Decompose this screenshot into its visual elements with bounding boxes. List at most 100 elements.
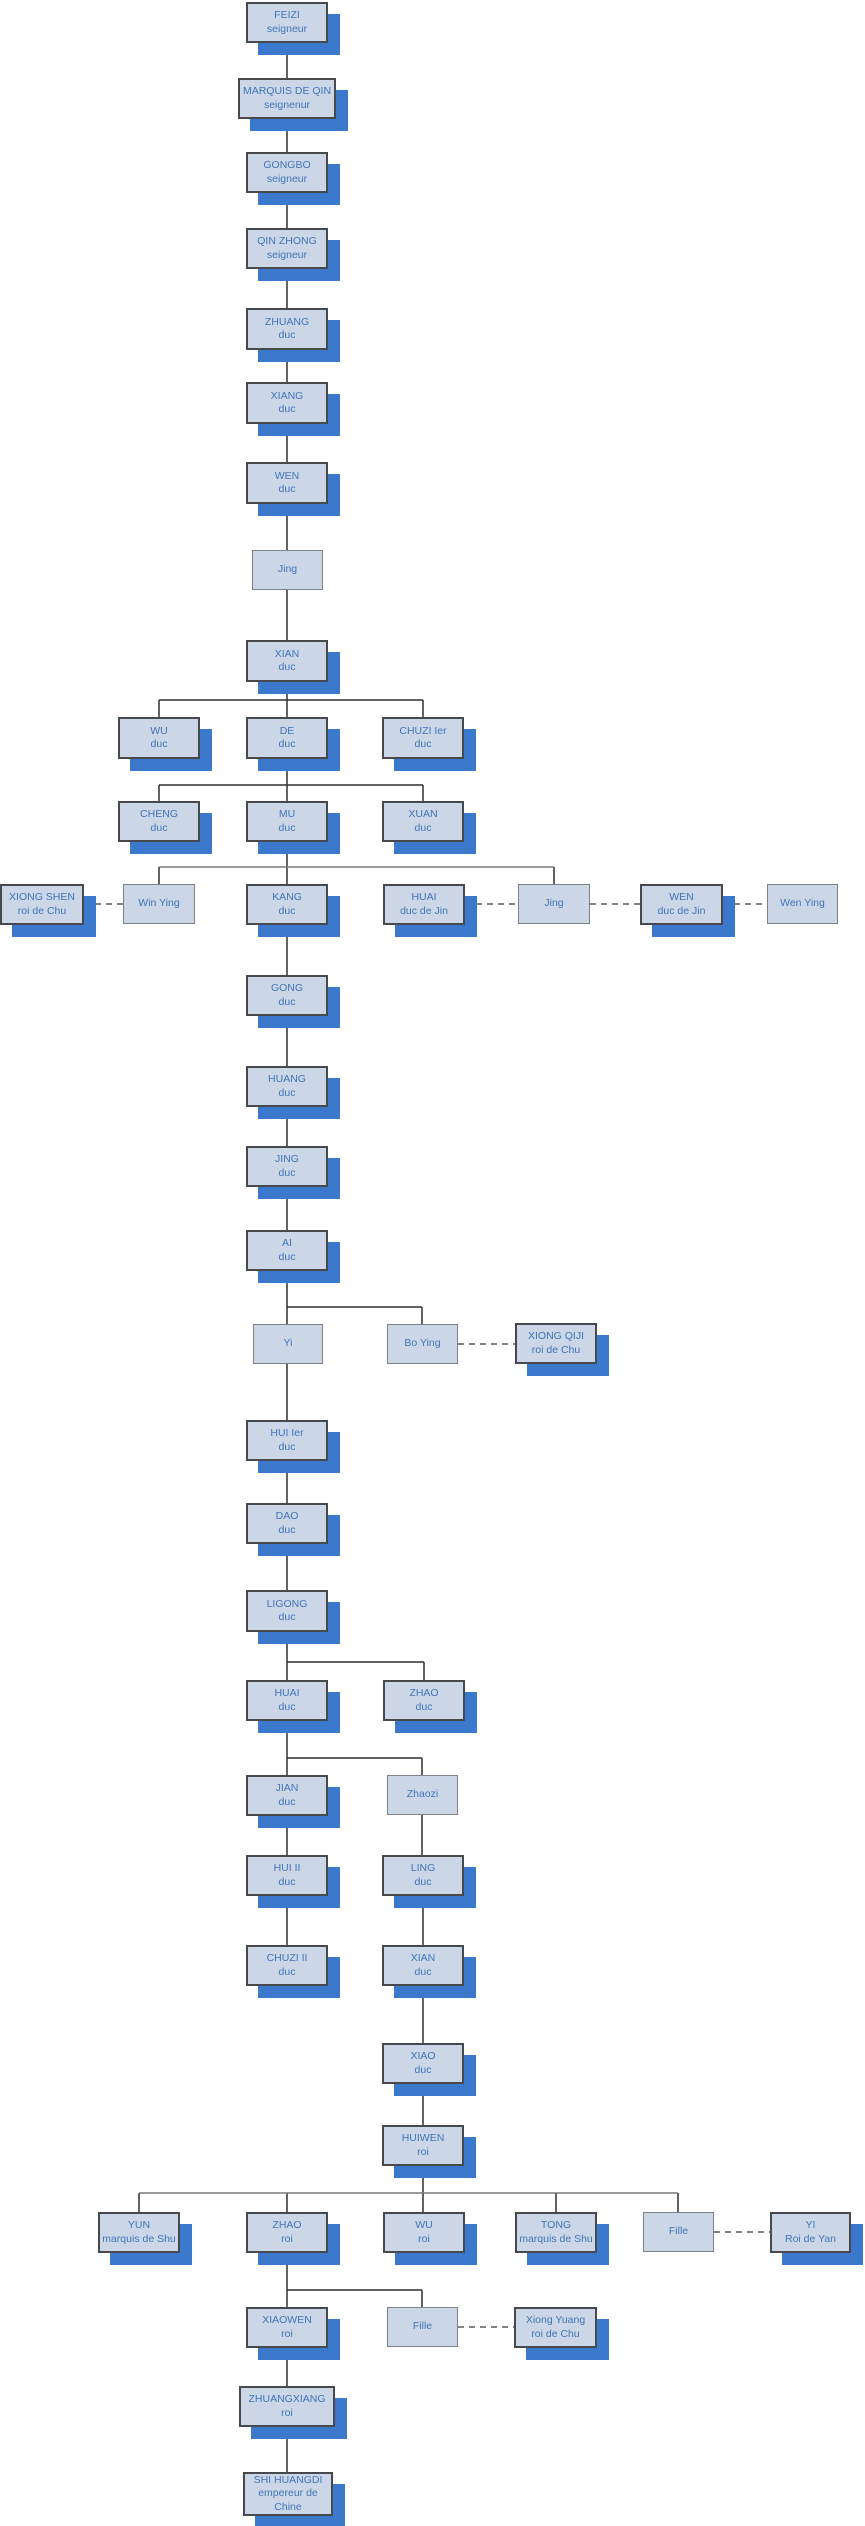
node-subtitle: marquis de Shu — [519, 2232, 593, 2245]
node-subtitle: roi — [417, 2145, 429, 2158]
node-title: AI — [282, 1237, 292, 1250]
node-subtitle: duc — [414, 1965, 432, 1978]
tree-node-jing-2[interactable]: Jing — [518, 884, 590, 924]
node-title: WEN — [274, 469, 300, 482]
node-subtitle: duc — [278, 904, 296, 917]
node-subtitle: roi — [418, 2232, 430, 2245]
node-title: CHENG — [140, 808, 178, 821]
node-title: Win Ying — [138, 897, 180, 910]
node-subtitle: duc — [278, 403, 296, 415]
node-title: XIONG SHEN — [9, 891, 75, 904]
node-subtitle: roi — [281, 2327, 293, 2340]
node-title: Jing — [544, 897, 564, 910]
node-title: KANG — [272, 891, 302, 904]
node-subtitle: empereur de Chine — [258, 2487, 318, 2513]
node-title: YUN — [127, 2219, 151, 2232]
tree-node-fille-2[interactable]: Fille — [387, 2307, 458, 2347]
node-subtitle: duc — [278, 1611, 296, 1623]
node-title: CHUZI II — [266, 1952, 308, 1965]
node-subtitle: duc — [414, 821, 432, 834]
tree-node-zhaozi[interactable]: Zhaozi — [387, 1775, 458, 1815]
node-subtitle: seignenur — [263, 98, 311, 111]
node-title: HUAI — [274, 1687, 300, 1700]
node-title: WEN — [669, 891, 694, 904]
node-title: MARQUIS DE QIN — [242, 85, 332, 98]
node-title: CHUZI Ier — [399, 724, 447, 737]
node-subtitle: duc — [414, 1875, 432, 1888]
node-title: SHI HUANGDI — [253, 2473, 323, 2486]
node-title: XIAN — [410, 1952, 436, 1965]
node-subtitle: duc — [278, 1795, 296, 1808]
node-subtitle: duc — [278, 1700, 296, 1713]
node-title: WU — [150, 724, 168, 737]
node-title: ZHAO — [409, 1687, 439, 1700]
node-subtitle: duc — [278, 1875, 296, 1888]
node-title: DE — [279, 724, 295, 737]
node-title: TONG — [540, 2219, 572, 2232]
tree-node-jing-1[interactable]: Jing — [252, 550, 323, 590]
node-title: Jing — [277, 563, 298, 576]
node-title: XIAN — [274, 647, 300, 660]
node-title: HUIWEN — [401, 2132, 445, 2145]
tree-node-yi[interactable]: Yi — [253, 1324, 323, 1364]
tree-node-bo-ying[interactable]: Bo Ying — [387, 1324, 458, 1364]
node-subtitle: duc — [414, 2063, 432, 2076]
tree-node-fille-1[interactable]: Fille — [643, 2212, 714, 2252]
node-subtitle: Roi de Yan — [785, 2232, 836, 2245]
node-subtitle: roi de Chu — [531, 2327, 580, 2340]
node-subtitle: duc — [278, 1166, 296, 1179]
node-subtitle: duc — [278, 821, 296, 834]
node-subtitle: duc — [414, 738, 432, 750]
tree-node-wen-ying[interactable]: Wen Ying — [767, 884, 838, 924]
node-subtitle: seigneur — [266, 172, 308, 185]
node-title: JIAN — [275, 1782, 299, 1795]
node-title: Yi — [283, 1337, 293, 1350]
tree-node-win-ying[interactable]: Win Ying — [123, 884, 195, 924]
node-title: MU — [278, 808, 296, 821]
